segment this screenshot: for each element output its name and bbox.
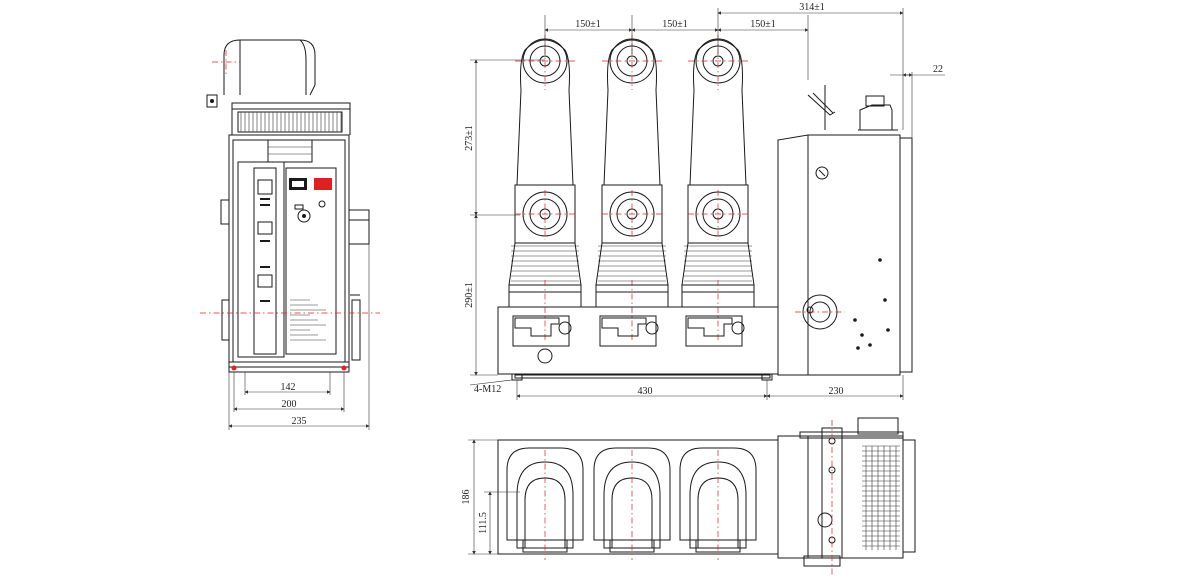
base-window-frame (599, 315, 657, 347)
dim-height-lower: 290±1 (464, 282, 475, 308)
dim-top-depth: 186 (461, 490, 472, 505)
base-window (601, 317, 647, 337)
pole-2 (595, 35, 669, 347)
base-window (687, 317, 733, 337)
mech-bolt (878, 258, 882, 262)
dim-overall-right: 314±1 (799, 2, 825, 13)
dim-200: 200 (282, 399, 297, 410)
top-pole-inner (516, 461, 574, 549)
base-window-knob (645, 321, 659, 335)
top-pole-outer (679, 447, 757, 541)
dim-height-upper: 273±1 (464, 125, 475, 151)
pole-housing (603, 39, 661, 186)
top-view: 186 111.5 (461, 417, 916, 575)
top-pole-3 (679, 447, 757, 560)
dim-22: 22 (933, 64, 943, 75)
base-window-knob (558, 321, 572, 335)
top-pole-inner (689, 461, 747, 549)
top-pole-1 (506, 447, 584, 560)
dim-base-length: 430 (638, 386, 653, 397)
dim-235: 235 (292, 416, 307, 427)
mech-bolt (886, 328, 890, 332)
top-pole-outer (506, 447, 584, 541)
dim-pole-spacing-2: 150±1 (662, 19, 688, 30)
side-view: 142 200 235 (200, 39, 380, 430)
pole-housing (689, 39, 747, 186)
mech-bolt (856, 346, 860, 350)
mech-bolt (853, 318, 857, 322)
dim-mechanism-length: 230 (829, 386, 844, 397)
base-window-frame (685, 315, 743, 347)
pole-3 (681, 35, 755, 347)
mech-bolt (868, 343, 872, 347)
dim-mount-hole: 4-M12 (474, 384, 501, 395)
dim-pole-spacing-3: 150±1 (750, 19, 776, 30)
top-pole-inner (603, 461, 661, 549)
mech-bolt (860, 333, 864, 337)
dim-top-center: 111.5 (478, 512, 489, 534)
pole-housing (516, 39, 574, 186)
dim-142: 142 (281, 382, 296, 393)
top-pole-2 (593, 447, 671, 560)
mech-bolt (883, 298, 887, 302)
base-window-frame (512, 315, 570, 347)
pole-1 (508, 35, 582, 347)
base-window (514, 317, 560, 337)
dim-pole-spacing-1: 150±1 (575, 19, 601, 30)
top-pole-outer (593, 447, 671, 541)
front-view: 150±1 150±1 150±1 314±1 22 273±1 290±1 4… (464, 2, 945, 400)
base-window-knob (731, 321, 745, 335)
